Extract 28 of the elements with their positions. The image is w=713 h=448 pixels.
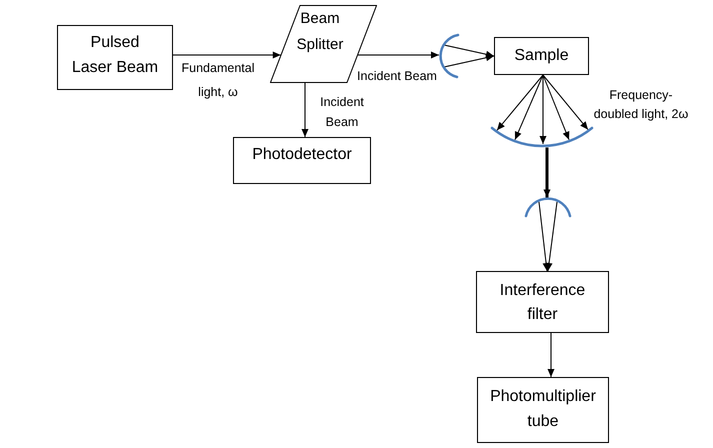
arrow — [544, 148, 550, 198]
arrow — [548, 332, 554, 378]
process-box — [476, 271, 609, 333]
arrow — [542, 74, 570, 140]
arrow — [542, 74, 588, 130]
arrow — [514, 74, 544, 140]
arrow — [357, 52, 440, 58]
arrow — [444, 44, 494, 58]
process-box — [57, 25, 173, 90]
box-label: Interference filter — [498, 281, 586, 325]
arrow — [302, 82, 308, 138]
edge-label: Incident Beam — [357, 69, 437, 83]
lens-arc — [489, 124, 595, 149]
arrow — [172, 52, 282, 58]
box-label: Beam Splitter — [296, 9, 344, 55]
arrow — [538, 202, 550, 272]
arrow — [496, 74, 544, 131]
arrow — [546, 202, 558, 272]
arrow — [444, 54, 494, 68]
process-box — [494, 37, 589, 75]
box-label: Sample — [514, 46, 569, 66]
arrow — [540, 74, 546, 144]
process-box — [477, 377, 609, 443]
box-label: Pulsed Laser Beam — [70, 33, 160, 78]
box-label: Photodetector — [252, 145, 352, 165]
process-box — [233, 137, 371, 184]
lens-arc — [523, 196, 573, 220]
box-label: Photomultiplier tube — [489, 387, 597, 432]
